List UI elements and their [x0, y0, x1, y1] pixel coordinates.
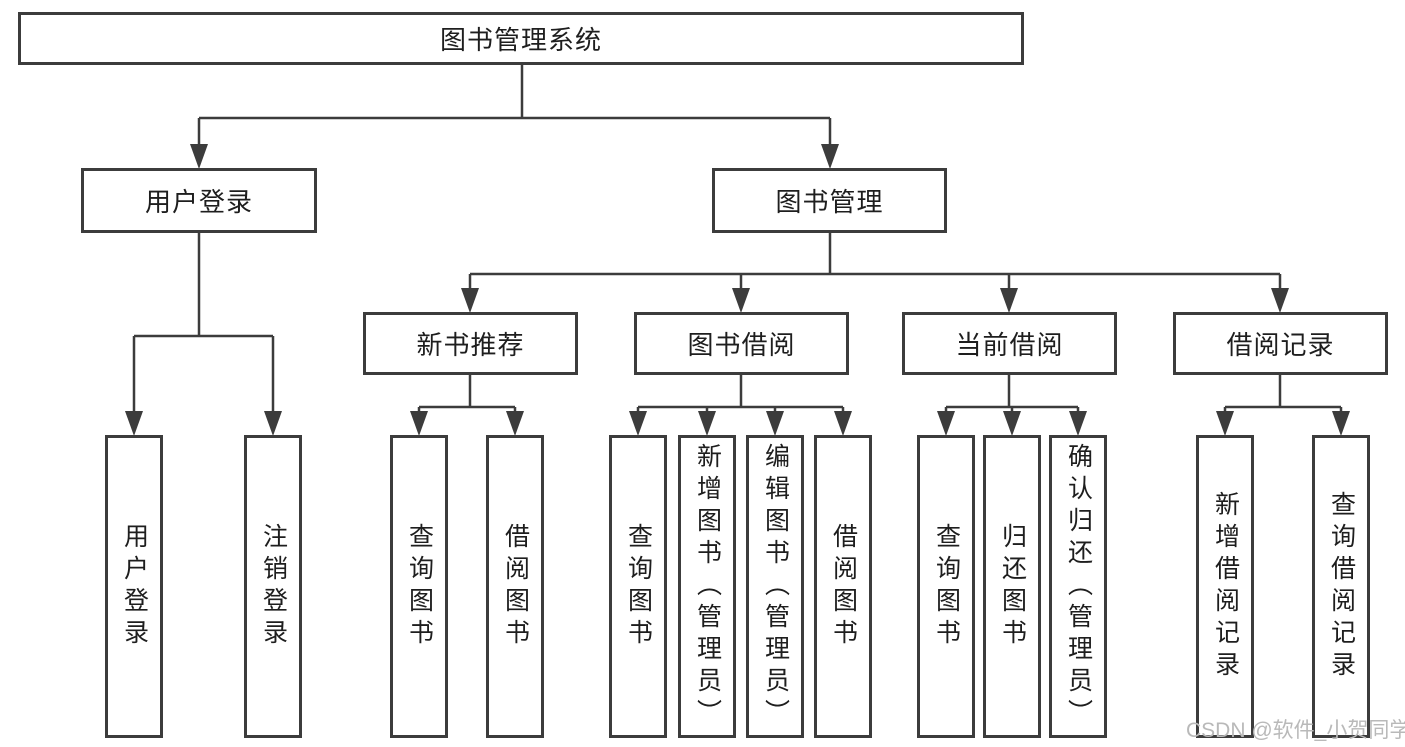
leaf-current-return-book-label: 归还图书: [998, 522, 1027, 651]
wire-bookmgmt-to-level3: [468, 233, 1282, 305]
node-book-borrowing: 图书借阅: [634, 312, 849, 375]
node-book-management: 图书管理: [712, 168, 947, 233]
arrowhead: [821, 144, 839, 169]
arrowhead: [1271, 288, 1289, 313]
node-user-login: 用户登录: [81, 168, 317, 233]
arrowhead: [834, 411, 852, 436]
arrowhead: [1332, 411, 1350, 436]
leaf-records-add-record-label: 新增借阅记录: [1211, 490, 1240, 683]
leaf-borrowing-add-book-admin-label: 新增图书（管理员）: [693, 442, 722, 731]
leaf-current-query-book-label: 查询图书: [932, 522, 961, 651]
leaf-borrowing-add-book-admin: 新增图书（管理员）: [678, 435, 736, 738]
node-current-borrowing: 当前借阅: [902, 312, 1117, 375]
leaf-user-login: 用户登录: [105, 435, 163, 738]
arrowhead: [125, 411, 143, 436]
leaf-borrowing-borrow-book: 借阅图书: [814, 435, 872, 738]
leaf-borrowing-edit-book-admin-label: 编辑图书（管理员）: [761, 442, 790, 731]
arrowhead: [190, 144, 208, 169]
arrowhead: [264, 411, 282, 436]
leaf-current-confirm-return-admin: 确认归还（管理员）: [1049, 435, 1107, 738]
arrowhead: [937, 411, 955, 436]
arrowhead: [506, 411, 524, 436]
arrowhead: [1000, 288, 1018, 313]
leaf-logout: 注销登录: [244, 435, 302, 738]
arrowhead: [461, 288, 479, 313]
leaf-borrowing-query-book: 查询图书: [609, 435, 667, 738]
leaf-borrowing-edit-book-admin: 编辑图书（管理员）: [746, 435, 804, 738]
node-new-book-recommend: 新书推荐: [363, 312, 578, 375]
arrowhead: [1069, 411, 1087, 436]
node-borrow-records: 借阅记录: [1173, 312, 1388, 375]
arrowhead: [629, 411, 647, 436]
leaf-user-login-label: 用户登录: [120, 522, 149, 651]
leaf-current-query-book: 查询图书: [917, 435, 975, 738]
leaf-current-confirm-return-admin-label: 确认归还（管理员）: [1064, 442, 1093, 731]
arrowhead: [1216, 411, 1234, 436]
node-library-system-root: 图书管理系统: [18, 12, 1024, 65]
leaf-recommend-borrow-book: 借阅图书: [486, 435, 544, 738]
leaf-records-query-record: 查询借阅记录: [1312, 435, 1370, 738]
arrowhead: [410, 411, 428, 436]
leaf-borrowing-borrow-book-label: 借阅图书: [829, 522, 858, 651]
csdn-watermark: CSDN @软件_小贺同学: [1186, 719, 1405, 742]
arrowhead: [766, 411, 784, 436]
arrowhead: [1003, 411, 1021, 436]
leaf-current-return-book: 归还图书: [983, 435, 1041, 738]
wire-newrec-to-leaves: [417, 375, 517, 428]
leaf-recommend-query-book-label: 查询图书: [405, 522, 434, 651]
arrowhead: [698, 411, 716, 436]
leaf-records-add-record: 新增借阅记录: [1196, 435, 1254, 738]
leaf-logout-label: 注销登录: [259, 522, 288, 651]
wire-current-to-leaves: [944, 375, 1080, 428]
wire-records-to-leaves: [1223, 375, 1343, 428]
leaf-records-query-record-label: 查询借阅记录: [1327, 490, 1356, 683]
wire-root-to-level2: [197, 65, 832, 160]
leaf-borrowing-query-book-label: 查询图书: [624, 522, 653, 651]
wire-userlogin-to-leaves: [132, 233, 275, 428]
leaf-recommend-query-book: 查询图书: [390, 435, 448, 738]
wire-borrowing-to-leaves: [636, 375, 845, 428]
arrowhead: [732, 288, 750, 313]
leaf-recommend-borrow-book-label: 借阅图书: [501, 522, 530, 651]
